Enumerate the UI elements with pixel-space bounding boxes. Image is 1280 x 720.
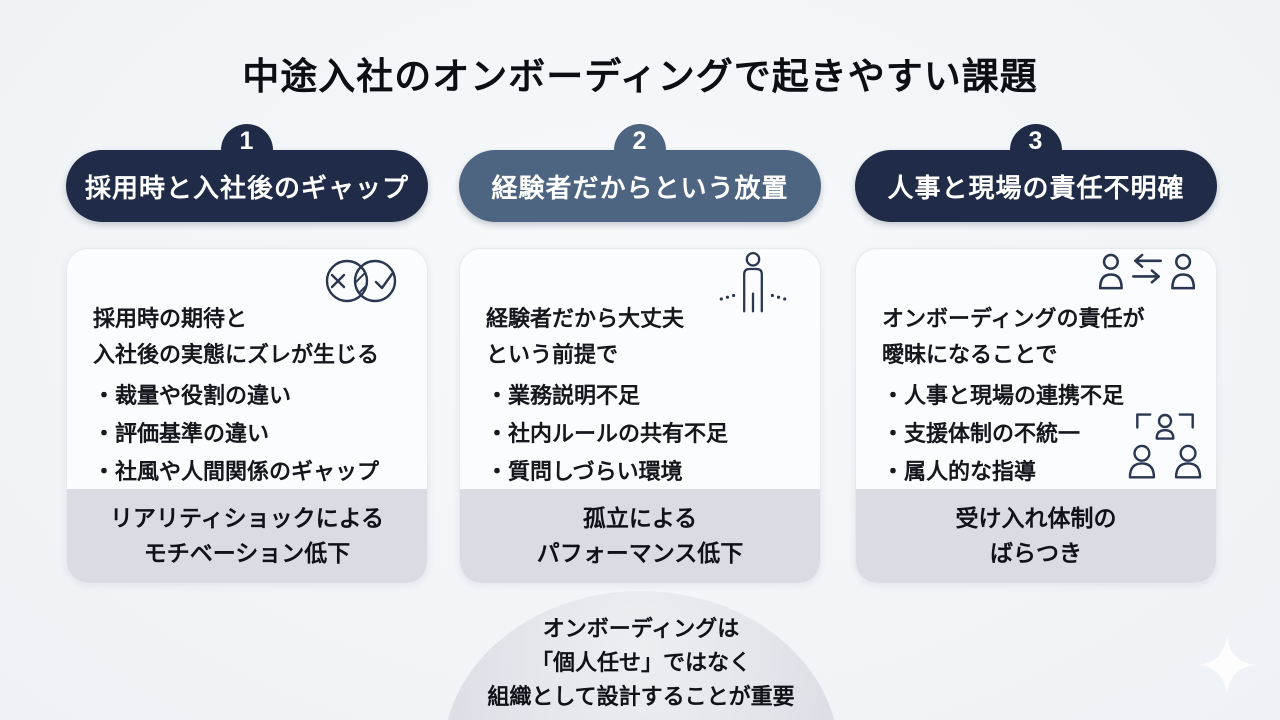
- column-1-number: 1: [239, 127, 255, 155]
- bullet-item: ・裁量や役割の違い: [93, 383, 292, 408]
- column-3-result-line-2: ばらつき: [990, 540, 1082, 566]
- column-2-header-label: 経験者だからという放置: [491, 172, 789, 203]
- column-3-lead-line-2: 曖昧になることで: [882, 342, 1058, 367]
- column-1-result: リアリティショックによる モチベーション低下: [67, 489, 427, 583]
- column-1-lead-line-1: 採用時の期待と: [93, 306, 248, 331]
- column-3-header-pill: 3 人事と現場の責任不明確: [855, 124, 1217, 222]
- conclusion-text: オンボーディングは 「個人任せ」ではなく 組織として設計することが重要: [443, 612, 839, 714]
- column-2-lead-line-2: という前提で: [486, 342, 619, 367]
- bullet-item: ・支援体制の不統一: [882, 421, 1081, 446]
- conclusion-line-3: 組織として設計することが重要: [487, 684, 795, 709]
- conclusion-line-1: オンボーディングは: [542, 616, 740, 641]
- column-2-result-line-1: 孤立による: [582, 505, 698, 531]
- column-1-card-body: 採用時の期待と 入社後の実態にズレが生じる ・裁量や役割の違い ・評価基準の違い…: [67, 249, 427, 489]
- column-1-result-line-1: リアリティショックによる: [110, 505, 384, 531]
- column-2-lead-line-1: 経験者だから大丈夫: [486, 306, 685, 331]
- column-1-bullet-list: ・裁量や役割の違い ・評価基準の違い ・社風や人間関係のギャップ: [93, 377, 417, 491]
- column-hiring-gap: 1 採用時と入社後のギャップ: [66, 124, 428, 584]
- column-2-lead: 経験者だから大丈夫 という前提で: [486, 301, 810, 373]
- column-1-header-label: 採用時と入社後のギャップ: [84, 172, 409, 203]
- column-unclear-responsibility: 3 人事と現場の責任不明確: [855, 124, 1217, 584]
- page-title: 中途入社のオンボーディングで起きやすい課題: [242, 56, 1038, 97]
- column-experienced-neglect: 2 経験者だからという放置 経験者だから大丈夫: [459, 124, 821, 584]
- isolated-person-icon: [719, 252, 787, 313]
- column-3-card-body: オンボーディングの責任が 曖昧になることで ・人事と現場の連携不足 ・支援体制の…: [856, 249, 1216, 489]
- column-2-number-badge: 2: [614, 124, 666, 176]
- bullet-item: ・評価基準の違い: [93, 421, 270, 446]
- column-2-header-pill: 2 経験者だからという放置: [459, 124, 821, 222]
- bullet-item: ・社内ルールの共有不足: [486, 421, 729, 446]
- column-2-number: 2: [632, 127, 648, 155]
- column-2-card-body: 経験者だから大丈夫 という前提で ・業務説明不足 ・社内ルールの共有不足 ・質問…: [460, 249, 820, 489]
- column-3-bullet-list: ・人事と現場の連携不足 ・支援体制の不統一 ・属人的な指導: [882, 377, 1206, 491]
- column-2-result: 孤立による パフォーマンス低下: [460, 489, 820, 583]
- bullet-item: ・社風や人間関係のギャップ: [93, 459, 380, 484]
- column-1-header-pill: 1 採用時と入社後のギャップ: [66, 124, 428, 222]
- people-exchange-icon: [1098, 253, 1196, 290]
- column-3-number-badge: 3: [1010, 124, 1062, 176]
- column-3-header-label: 人事と現場の責任不明確: [887, 172, 1185, 203]
- column-1-card: 採用時の期待と 入社後の実態にズレが生じる ・裁量や役割の違い ・評価基準の違い…: [66, 248, 428, 584]
- bullet-item: ・人事と現場の連携不足: [882, 383, 1125, 408]
- bullet-item: ・質問しづらい環境: [486, 459, 683, 484]
- group-framed-icon: [1128, 413, 1202, 479]
- conclusion-line-2: 「個人任せ」ではなく: [530, 650, 751, 675]
- column-3-number: 3: [1028, 127, 1044, 155]
- column-3-result-line-1: 受け入れ体制の: [955, 505, 1117, 531]
- column-2-bullet-list: ・業務説明不足 ・社内ルールの共有不足 ・質問しづらい環境: [486, 377, 810, 491]
- column-1-number-badge: 1: [221, 124, 273, 176]
- bullet-item: ・属人的な指導: [882, 459, 1037, 484]
- column-3-card: オンボーディングの責任が 曖昧になることで ・人事と現場の連携不足 ・支援体制の…: [855, 248, 1217, 584]
- column-1-result-line-2: モチベーション低下: [143, 540, 351, 566]
- column-3-lead-line-1: オンボーディングの責任が: [882, 306, 1145, 331]
- bullet-item: ・業務説明不足: [486, 383, 641, 408]
- column-2-result-line-2: パフォーマンス低下: [536, 540, 744, 566]
- column-1-lead-line-2: 入社後の実態にズレが生じる: [93, 342, 380, 367]
- column-1-lead: 採用時の期待と 入社後の実態にズレが生じる: [93, 301, 417, 373]
- column-3-result: 受け入れ体制の ばらつき: [856, 489, 1216, 583]
- column-2-card: 経験者だから大丈夫 という前提で ・業務説明不足 ・社内ルールの共有不足 ・質問…: [459, 248, 821, 584]
- column-3-lead: オンボーディングの責任が 曖昧になることで: [882, 301, 1206, 373]
- sparkle-icon: [1197, 635, 1257, 695]
- venn-mismatch-icon: [325, 259, 397, 303]
